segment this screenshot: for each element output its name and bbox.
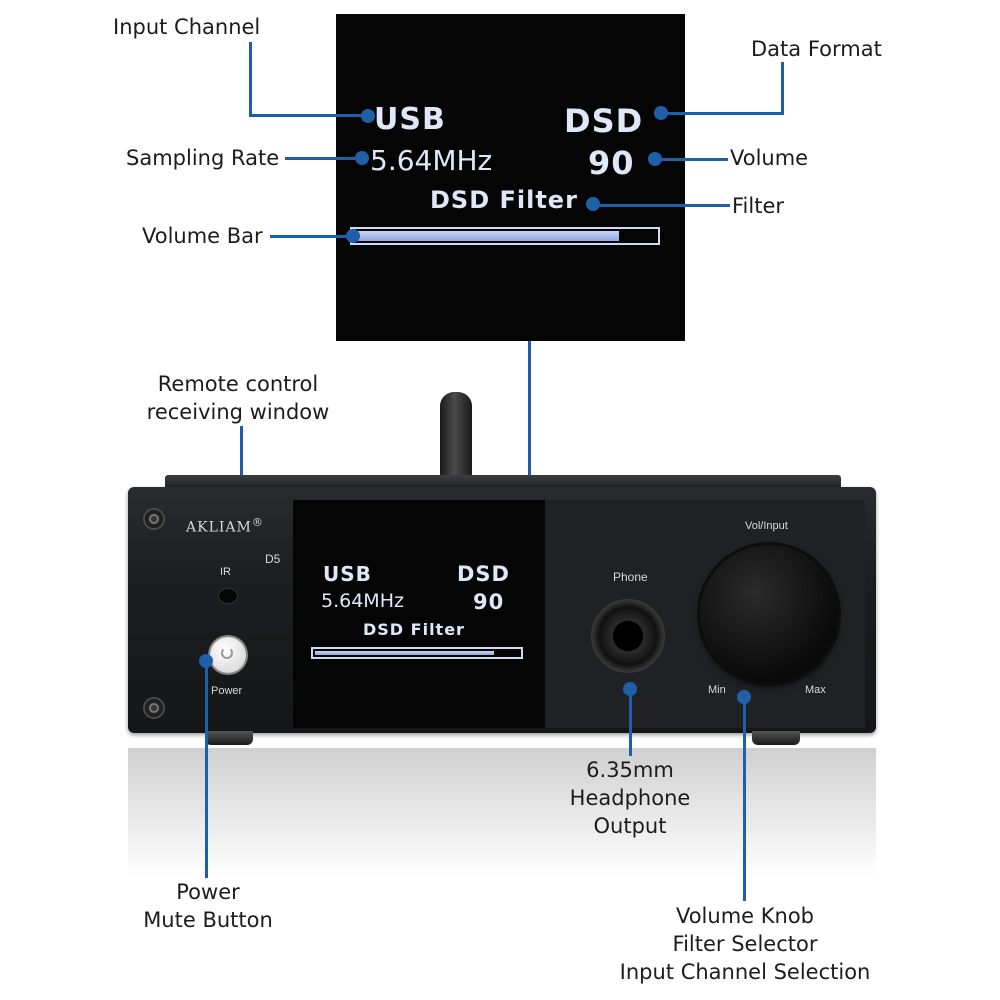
callout-volume-bar: Volume Bar xyxy=(142,224,263,248)
wifi-antenna xyxy=(440,392,472,480)
zoom-data-format: DSD xyxy=(564,102,644,140)
callout-knob-line1: Volume Knob xyxy=(675,904,815,928)
callout-power-mute: Power Mute Button xyxy=(108,878,308,934)
min-label: Min xyxy=(708,684,726,696)
foot-right xyxy=(752,731,800,745)
brand-name: AKLIAM xyxy=(186,519,252,536)
zoom-volume-bar-fill xyxy=(354,231,620,241)
knob-label: Vol/Input xyxy=(745,520,788,532)
ir-label: IR xyxy=(220,566,231,578)
device-reflection xyxy=(128,748,876,878)
volume-knob[interactable] xyxy=(700,545,838,683)
callout-power-line2: Mute Button xyxy=(143,908,273,932)
zoomed-display: USB DSD 5.64MHz 90 DSD Filter xyxy=(336,14,685,341)
callout-volume: Volume xyxy=(730,146,809,170)
model-label: D5 xyxy=(265,552,281,566)
device-display: USB DSD 5.64MHz 90 DSD Filter xyxy=(293,500,545,728)
screw-bottom-left xyxy=(143,697,165,719)
power-icon xyxy=(221,647,233,659)
display-volume: 90 xyxy=(473,590,505,614)
callout-volume-knob: Volume Knob Filter Selector Input Channe… xyxy=(600,902,890,986)
display-volume-bar-fill xyxy=(315,651,495,655)
callout-remote-line1: Remote control xyxy=(157,372,319,396)
device-top xyxy=(165,475,841,489)
ir-receiver-window xyxy=(218,588,238,604)
foot-left xyxy=(205,731,253,745)
callout-headphone-line1: 6.35mm xyxy=(586,758,674,782)
callout-sampling-rate: Sampling Rate xyxy=(126,146,280,170)
callout-headphone-line3: Output xyxy=(593,814,667,838)
max-label: Max xyxy=(805,684,826,696)
brand-mark: ® xyxy=(251,516,264,529)
power-button[interactable] xyxy=(210,637,246,673)
brand-logo: AKLIAM® xyxy=(186,516,264,536)
callout-filter: Filter xyxy=(732,194,785,218)
callout-data-format: Data Format xyxy=(751,37,882,61)
callout-knob-line3: Input Channel Selection xyxy=(619,960,871,984)
display-input: USB xyxy=(323,562,372,586)
phone-label: Phone xyxy=(613,570,648,584)
callout-remote-line2: receiving window xyxy=(146,400,330,424)
callout-headphone-line2: Headphone xyxy=(569,786,691,810)
display-rate: 5.64MHz xyxy=(321,590,404,612)
display-filter: DSD Filter xyxy=(363,620,465,639)
zoom-volume: 90 xyxy=(588,144,635,182)
zoom-input-channel: USB xyxy=(374,102,446,137)
zoom-sampling-rate: 5.64MHz xyxy=(370,144,493,177)
screw-top-left xyxy=(143,508,165,530)
callout-power-line1: Power xyxy=(176,880,240,904)
callout-headphone-output: 6.35mm Headphone Output xyxy=(540,756,720,840)
callout-remote-window: Remote control receiving window xyxy=(128,370,348,426)
power-label: Power xyxy=(211,685,243,697)
callout-input-channel: Input Channel xyxy=(113,15,261,39)
display-format: DSD xyxy=(457,562,510,586)
zoom-filter: DSD Filter xyxy=(430,186,578,214)
callout-knob-line2: Filter Selector xyxy=(672,932,818,956)
zoom-volume-bar xyxy=(350,227,660,245)
headphone-jack[interactable] xyxy=(591,599,665,673)
display-volume-bar xyxy=(311,647,523,659)
